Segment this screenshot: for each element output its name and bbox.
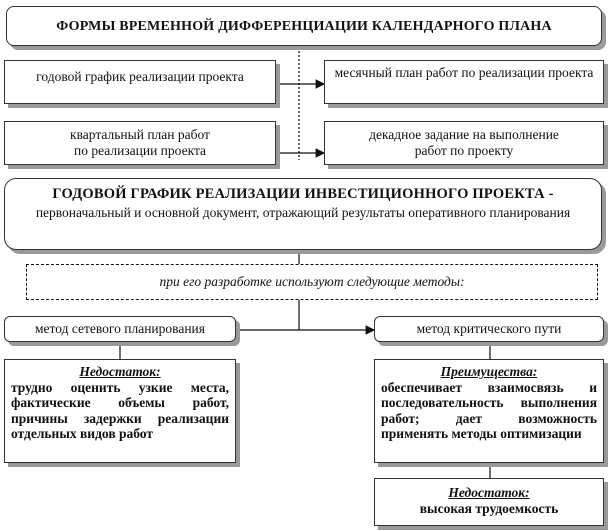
critical-advantages: Преимущества: обеспечивает взаимосвязь и…	[374, 359, 604, 463]
form-dekad-line1: декадное задание на выполнение	[369, 127, 559, 142]
form-annual-text: годовой график реализации проекта	[36, 69, 244, 84]
form-dekad: декадное задание на выполнение работ по …	[324, 121, 604, 165]
methods-intro: при его разработке используют следующие …	[26, 264, 598, 300]
critical-drawback-text: высокая трудоемкость	[419, 501, 559, 516]
form-quarterly-line1: квартальный план работ	[70, 127, 210, 142]
form-quarterly-line2: по реализации проекта	[73, 143, 207, 158]
method-network: метод сетевого планирования	[4, 316, 236, 342]
network-drawback: Недостаток: трудно оценить узкие места, …	[4, 359, 236, 463]
main-description: первоначальный и основной документ, отра…	[35, 205, 571, 220]
method-critical: метод критического пути	[374, 316, 604, 342]
network-drawback-heading: Недостаток:	[79, 364, 161, 379]
methods-intro-text: при его разработке используют следующие …	[159, 274, 465, 289]
form-quarterly: квартальный план работ по реализации про…	[4, 121, 276, 165]
main-title: ГОДОВОЙ ГРАФИК РЕАЛИЗАЦИИ ИНВЕСТИЦИОННОГ…	[52, 186, 554, 202]
method-critical-text: метод критического пути	[416, 321, 562, 336]
form-dekad-line2: работ по проекту	[414, 143, 514, 158]
form-monthly-text: месячный план работ по реализации проект…	[334, 65, 594, 80]
critical-drawback: Недостаток: высокая трудоемкость	[374, 478, 604, 526]
network-drawback-text: трудно оценить узкие места, фактические …	[11, 379, 229, 442]
form-monthly: месячный план работ по реализации проект…	[324, 60, 604, 104]
critical-drawback-heading: Недостаток:	[448, 485, 530, 500]
main-annual-schedule: ГОДОВОЙ ГРАФИК РЕАЛИЗАЦИИ ИНВЕСТИЦИОННОГ…	[4, 178, 602, 250]
critical-advantages-text: обеспечивает взаимосвязь и последователь…	[381, 379, 597, 442]
critical-advantages-heading: Преимущества:	[440, 364, 538, 379]
diagram-title: ФОРМЫ ВРЕМЕННОЙ ДИФФЕРЕНЦИАЦИИ КАЛЕНДАРН…	[6, 6, 602, 46]
form-annual: годовой график реализации проекта	[4, 60, 276, 104]
method-network-text: метод сетевого планирования	[34, 321, 205, 336]
